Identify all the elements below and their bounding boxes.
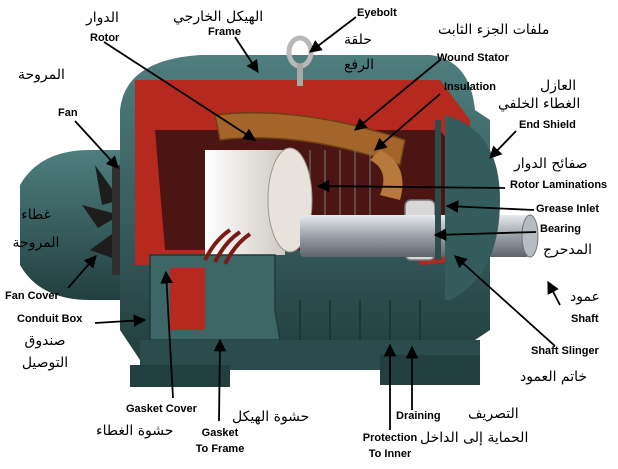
wound-stator-shape — [214, 112, 406, 166]
leader-lines — [67, 16, 561, 430]
fan-cover-shape — [20, 150, 120, 300]
fan-label: Fan — [58, 107, 78, 119]
rotor-shape — [205, 150, 285, 255]
frame-label: Frame — [208, 26, 242, 38]
protection-label-ar: الحماية إلى الداخل — [420, 430, 529, 446]
fan-cover-label-ar-1: غطاء — [21, 207, 51, 223]
conduit-box-label-ar-1: صندوق — [24, 333, 66, 349]
gasket-cover-label: Gasket Cover — [126, 403, 197, 415]
gasket-frame-label-2: To Frame — [195, 443, 245, 455]
rotor-label: Rotor — [90, 32, 120, 44]
gasket-frame-label-ar: حشوة الهيكل — [232, 409, 310, 425]
eyebolt-label: Eyebolt — [357, 7, 397, 19]
gasket-cover-label-ar: حشوة الغطاء — [96, 423, 174, 439]
protection-label-1: Protection — [362, 432, 418, 444]
end-shield-label-ar: الغطاء الخلفي — [498, 96, 581, 112]
conduit-box-label-ar-2: التوصيل — [21, 355, 69, 371]
conduit-box-label: Conduit Box — [17, 313, 83, 325]
bearing-label-ar: المدحرج — [543, 242, 593, 258]
grease-inlet-label: Grease Inlet — [536, 203, 599, 215]
bearing-label: Bearing — [540, 223, 581, 235]
draining-label: Draining — [396, 410, 441, 422]
gasket-frame-label-1: Gasket — [201, 427, 239, 439]
draining-label-ar: التصريف — [468, 406, 519, 422]
wound-stator-label-ar: ملفات الجزء الثابت — [438, 22, 550, 38]
insulation-label-ar: العازل — [540, 78, 577, 94]
end-shield-label: End Shield — [519, 119, 576, 131]
shaft-label: Shaft — [571, 313, 599, 325]
fan-cover-label-ar-2: المروحة — [12, 235, 60, 251]
wound-stator-label: Wound Stator — [437, 52, 509, 64]
shaft-label-ar: عمود — [570, 289, 600, 305]
rotor-label-ar: الدوار — [86, 10, 119, 26]
insulation-label: Insulation — [444, 81, 496, 93]
shaft-slinger-label: Shaft Slinger — [531, 345, 599, 357]
shaft-slinger-label-ar: خاتم العمود — [520, 369, 588, 385]
rotor-laminations-label: Rotor Laminations — [510, 179, 608, 191]
rotor-laminations-label-ar: صفائح الدوار — [514, 156, 588, 172]
fan-cover-label: Fan Cover — [5, 290, 59, 302]
eyebolt-label-ar-1: حلقة — [344, 32, 372, 48]
eyebolt-label-ar-2: الرفع — [343, 57, 375, 73]
protection-label-2: To Inner — [368, 448, 412, 460]
frame-label-ar: الهيكل الخارجي — [173, 9, 264, 25]
fan-label-ar: المروحة — [18, 67, 65, 83]
lead-wires — [203, 228, 252, 265]
